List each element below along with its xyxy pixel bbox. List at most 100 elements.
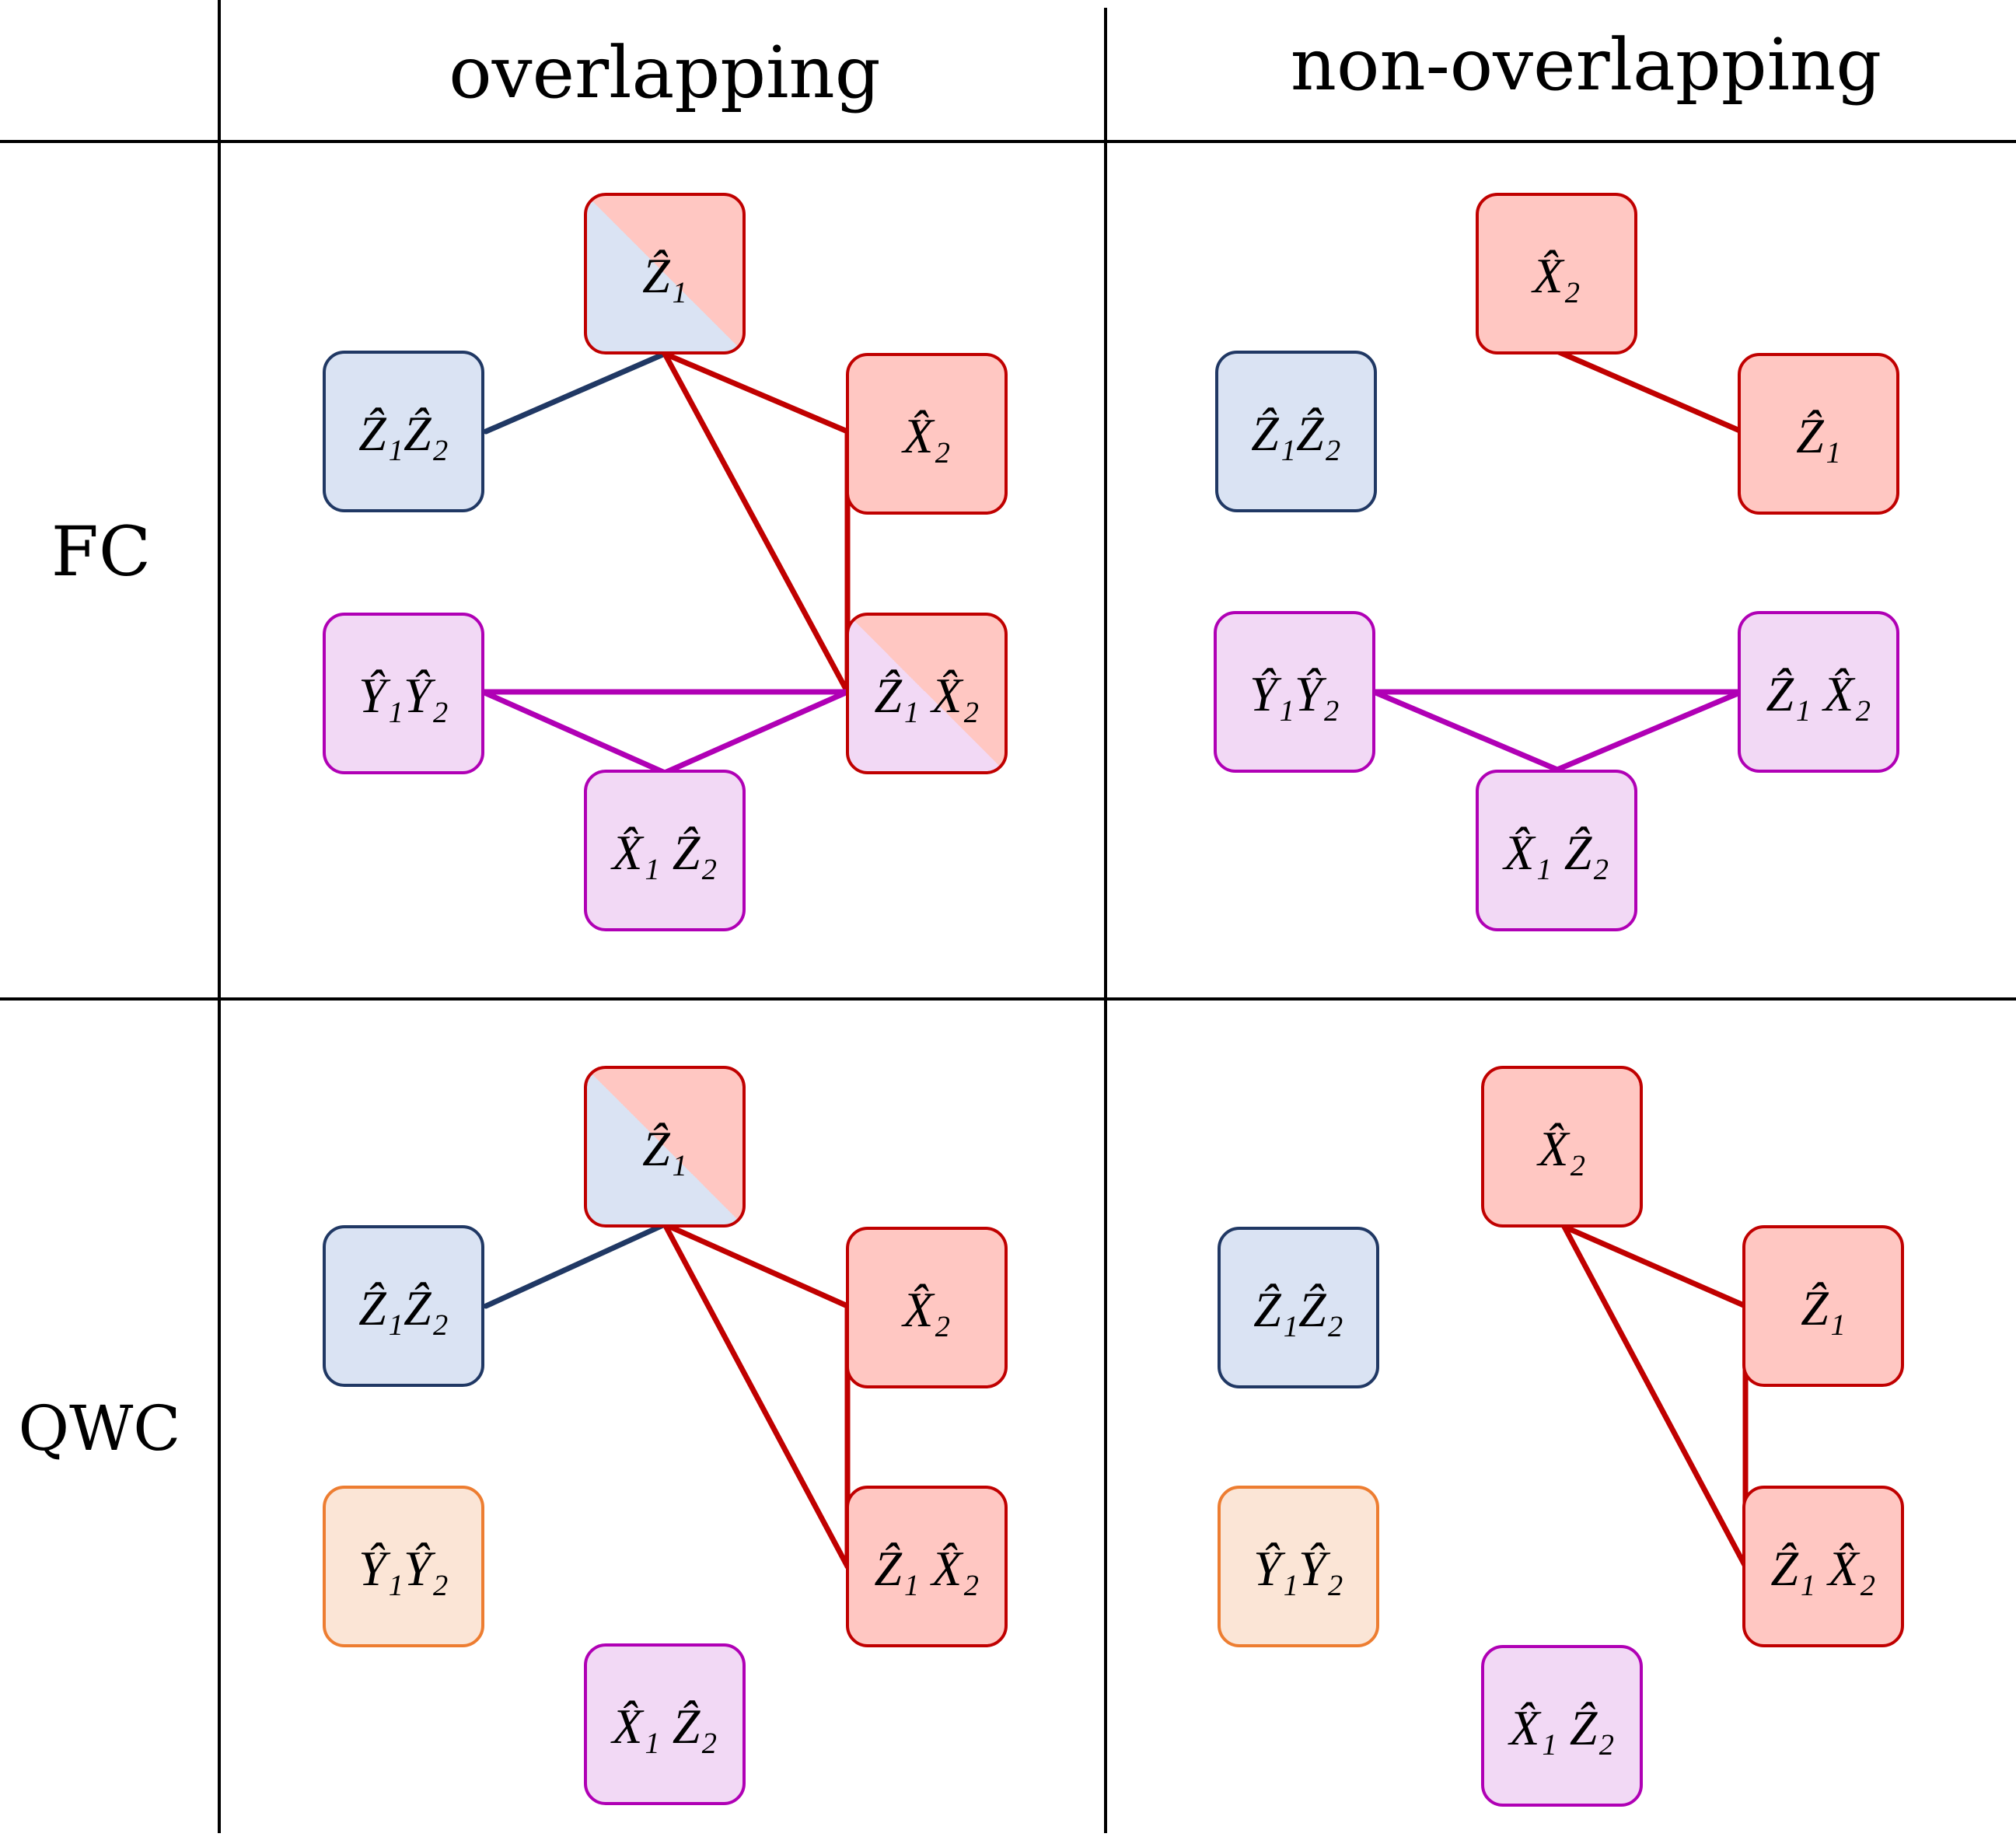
node-label: X̂₁ Ẑ₂ — [610, 825, 717, 880]
node-label: X̂₁ Ẑ₂ — [610, 1699, 717, 1754]
node-box — [323, 613, 484, 774]
node-label: X̂₁ Ẑ₂ — [1501, 825, 1609, 880]
node-box — [1742, 1486, 1904, 1647]
node-n2: Ẑ₁Ẑ₂ — [323, 1225, 484, 1387]
node-box — [846, 613, 1008, 774]
node-label: Ẑ₁Ẑ₂ — [358, 1280, 449, 1336]
nodes: X̂₂ Ẑ₁Ẑ₂ Ẑ₁ Ŷ₁Ŷ₂ Ẑ₁ X̂₂ X̂₁ Ẑ₂ — [1214, 193, 1899, 931]
node-label: Ẑ₁Ẑ₂ — [358, 406, 449, 461]
panel-qwc-overlapping: Ẑ₁ Ẑ₁Ẑ₂ X̂₂ Ŷ₁Ŷ₂ Ẑ₁ X̂₂ X̂₁ Ẑ₂ — [323, 1066, 1008, 1805]
node-n4: Ŷ₁Ŷ₂ — [1214, 611, 1375, 773]
node-label: X̂₂ — [900, 408, 950, 463]
node-label: Ẑ₁ — [642, 248, 687, 303]
node-n6: X̂₁ Ẑ₂ — [1476, 770, 1637, 931]
edge-n1-n2 — [483, 351, 668, 435]
node-n3: Ẑ₁ — [1742, 1225, 1904, 1387]
edge-n1-n2 — [483, 1221, 668, 1309]
node-n4: Ŷ₁Ŷ₂ — [323, 613, 484, 774]
edge-n4-n6 — [1371, 689, 1560, 773]
edge-n1-n3 — [1554, 348, 1745, 435]
node-n5: Ẑ₁ X̂₂ — [846, 1486, 1008, 1647]
node-box — [1738, 611, 1899, 773]
node-box — [1218, 1227, 1379, 1388]
node-box — [1742, 1225, 1904, 1387]
node-label: Ẑ₁Ẑ₂ — [1253, 1282, 1343, 1337]
panel-fc-non-overlapping: X̂₂ Ẑ₁Ẑ₂ Ẑ₁ Ŷ₁Ŷ₂ Ẑ₁ X̂₂ X̂₁ Ẑ₂ — [1214, 193, 1899, 931]
node-n1: X̂₂ — [1481, 1066, 1643, 1228]
node-label: Ẑ₁ X̂₂ — [1766, 666, 1871, 721]
node-box — [1738, 353, 1899, 515]
edge-n1-n3 — [662, 1221, 851, 1309]
edge-n6-n5 — [1554, 689, 1745, 773]
node-label: Ẑ₁ — [642, 1121, 687, 1176]
node-label: Ẑ₁Ẑ₂ — [1251, 406, 1341, 461]
nodes: X̂₂ Ẑ₁Ẑ₂ Ẑ₁ Ŷ₁Ŷ₂ Ẑ₁ X̂₂ X̂₁ Ẑ₂ — [1218, 1066, 1904, 1807]
node-box — [846, 1486, 1008, 1647]
node-box — [1215, 351, 1377, 512]
node-n3: X̂₂ — [846, 353, 1008, 515]
node-label: Ŷ₁Ŷ₂ — [1253, 1541, 1343, 1596]
node-label: X̂₂ — [900, 1282, 950, 1337]
nodes: Ẑ₁ Ẑ₁Ẑ₂ X̂₂ Ŷ₁Ŷ₂ Ẑ₁ X̂₂ X̂₁ Ẑ₂ — [323, 193, 1008, 931]
node-box — [584, 770, 746, 931]
node-label: Ŷ₁Ŷ₂ — [1249, 666, 1340, 721]
node-n1: Ẑ₁ — [584, 1066, 746, 1228]
node-n4: Ŷ₁Ŷ₂ — [323, 1486, 484, 1647]
node-label: Ẑ₁ X̂₂ — [874, 1541, 979, 1596]
nodes: Ẑ₁ Ẑ₁Ẑ₂ X̂₂ Ŷ₁Ŷ₂ Ẑ₁ X̂₂ X̂₁ Ẑ₂ — [323, 1066, 1008, 1805]
edge-n4-n6 — [480, 689, 668, 776]
node-label: X̂₂ — [1536, 1121, 1585, 1176]
node-n4: Ŷ₁Ŷ₂ — [1218, 1486, 1379, 1647]
row-label-fc: FC — [51, 512, 151, 592]
node-box — [1481, 1066, 1643, 1228]
edge-n1-n5 — [662, 351, 851, 695]
node-box — [323, 1486, 484, 1647]
node-n6: X̂₁ Ẑ₂ — [1481, 1645, 1643, 1807]
node-n3: X̂₂ — [846, 1227, 1008, 1388]
node-label: Ẑ₁ — [1796, 408, 1841, 463]
edge-n1-n3 — [1561, 1224, 1749, 1309]
node-n1: Ẑ₁ — [584, 193, 746, 354]
edge-n1-n5 — [1561, 1224, 1749, 1570]
node-n5: Ẑ₁ X̂₂ — [846, 613, 1008, 774]
edge-n1-n3 — [662, 351, 851, 435]
node-label: X̂₁ Ẑ₂ — [1507, 1700, 1614, 1755]
node-label: Ẑ₁ X̂₂ — [1770, 1541, 1875, 1596]
node-box — [846, 1227, 1008, 1388]
node-box — [1214, 611, 1375, 773]
node-label: Ẑ₁ X̂₂ — [874, 668, 979, 723]
node-box — [584, 1643, 746, 1805]
edges — [480, 351, 851, 776]
panel-fc-overlapping: Ẑ₁ Ẑ₁Ẑ₂ X̂₂ Ŷ₁Ŷ₂ Ẑ₁ X̂₂ X̂₁ Ẑ₂ — [323, 193, 1008, 931]
panel-qwc-non-overlapping: X̂₂ Ẑ₁Ẑ₂ Ẑ₁ Ŷ₁Ŷ₂ Ẑ₁ X̂₂ X̂₁ Ẑ₂ — [1218, 1066, 1904, 1807]
edge-n1-n5 — [662, 1221, 851, 1570]
node-label: X̂₂ — [1530, 248, 1580, 303]
node-n2: Ẑ₁Ẑ₂ — [1215, 351, 1377, 512]
node-n2: Ẑ₁Ẑ₂ — [323, 351, 484, 512]
node-n6: X̂₁ Ẑ₂ — [584, 1643, 746, 1805]
edges — [1561, 1224, 1749, 1570]
node-label: Ŷ₁Ŷ₂ — [358, 1541, 449, 1596]
row-label-qwc: QWC — [18, 1392, 180, 1465]
node-box — [323, 1225, 484, 1387]
node-box — [846, 353, 1008, 515]
node-box — [1481, 1645, 1643, 1807]
node-box — [323, 351, 484, 512]
node-box — [584, 193, 746, 354]
node-n3: Ẑ₁ — [1738, 353, 1899, 515]
node-box — [1476, 770, 1637, 931]
node-box — [1476, 193, 1637, 354]
header-non-overlapping: non-overlapping — [1291, 23, 1881, 107]
node-n1: X̂₂ — [1476, 193, 1637, 354]
edges — [1371, 348, 1745, 773]
edges — [483, 1221, 851, 1570]
node-n6: X̂₁ Ẑ₂ — [584, 770, 746, 931]
edge-n6-n5 — [662, 689, 851, 776]
node-box — [584, 1066, 746, 1228]
node-label: Ŷ₁Ŷ₂ — [358, 668, 449, 723]
node-box — [1218, 1486, 1379, 1647]
node-n2: Ẑ₁Ẑ₂ — [1218, 1227, 1379, 1388]
